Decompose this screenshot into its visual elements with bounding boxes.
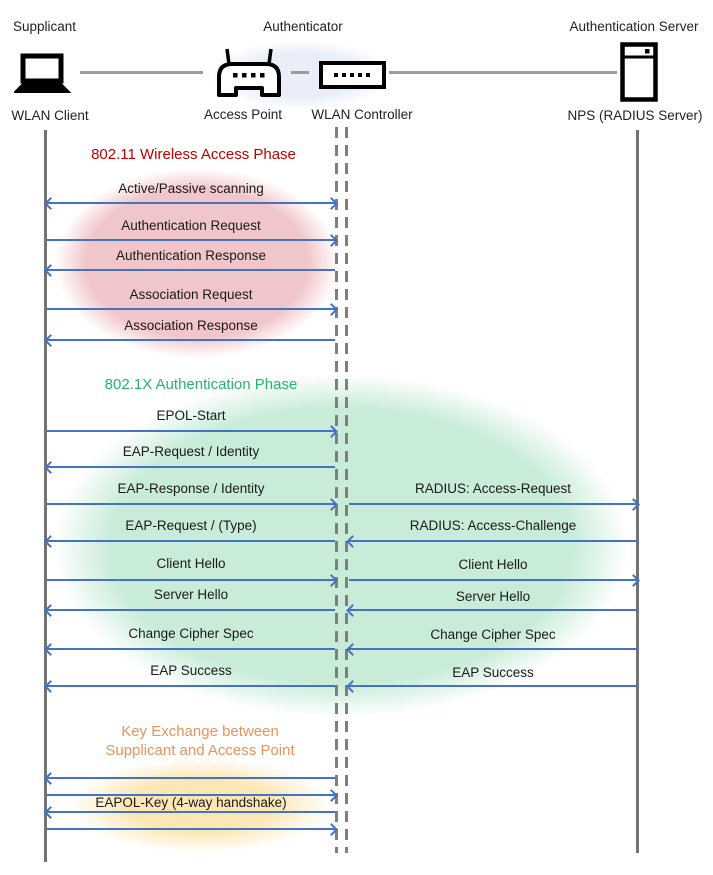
arrow-eap-success-right bbox=[349, 685, 637, 687]
message-label: Association Request bbox=[129, 287, 253, 302]
arrow-association-response bbox=[47, 339, 335, 341]
arrow-eap-response-identity bbox=[47, 503, 335, 505]
arrow-client-hello-right bbox=[349, 579, 637, 581]
lifeline-authenticator-dashed-1 bbox=[335, 127, 338, 853]
arrow-authentication-response bbox=[47, 269, 335, 271]
arrow-server-hello-left bbox=[47, 609, 335, 611]
message-label: Server Hello bbox=[153, 587, 229, 602]
message-label: Association Response bbox=[124, 318, 258, 333]
message-label: EPOL-Start bbox=[156, 408, 226, 423]
arrow-eap-request-identity bbox=[47, 466, 335, 468]
arrow-change-cipher-spec-left bbox=[47, 648, 335, 650]
arrow-active-passive-scanning bbox=[47, 202, 335, 204]
message-label: RADIUS: Access-Request bbox=[414, 481, 572, 496]
arrow-association-request bbox=[47, 308, 335, 310]
message-label: EAP Success bbox=[452, 665, 534, 680]
arrow-radius-access-request bbox=[349, 503, 637, 505]
message-label: Authentication Response bbox=[115, 248, 267, 263]
actor-role-supplicant: Supplicant bbox=[13, 19, 77, 34]
actor-device-wlan-client: WLAN Client bbox=[11, 108, 89, 123]
connector-controller-server bbox=[389, 71, 617, 74]
arrow-change-cipher-spec-right bbox=[349, 648, 637, 650]
phase3-title-line2: Supplicant and Access Point bbox=[105, 742, 295, 759]
arrow-client-hello-left bbox=[47, 579, 335, 581]
arrow-eapol-key-1 bbox=[47, 777, 335, 779]
actor-device-access-point: Access Point bbox=[203, 107, 283, 122]
arrow-authentication-request bbox=[47, 239, 335, 241]
phase3-title-line1: Key Exchange between bbox=[121, 723, 279, 740]
arrow-eap-success-left bbox=[47, 685, 335, 687]
actor-device-nps-radius-server: NPS (RADIUS Server) bbox=[567, 108, 703, 123]
message-label: Server Hello bbox=[455, 589, 531, 604]
message-label: Active/Passive scanning bbox=[118, 181, 264, 196]
message-label: Client Hello bbox=[458, 557, 528, 572]
message-label: RADIUS: Access-Challenge bbox=[409, 518, 577, 533]
phase1-title: 802.11 Wireless Access Phase bbox=[91, 146, 296, 163]
arrow-eapol-key-4 bbox=[47, 828, 335, 830]
arrow-eapol-key-2 bbox=[47, 794, 335, 796]
arrow-eapol-key-3 bbox=[47, 811, 335, 813]
arrow-radius-access-challenge bbox=[349, 540, 637, 542]
connector-client-ap bbox=[80, 71, 203, 74]
phase3-title: Key Exchange between Supplicant and Acce… bbox=[55, 722, 345, 760]
arrow-server-hello-right bbox=[349, 609, 637, 611]
actor-device-wlan-controller: WLAN Controller bbox=[311, 107, 413, 122]
actor-role-authentication-server: Authentication Server bbox=[569, 19, 699, 34]
message-label: EAP-Request / (Type) bbox=[125, 518, 257, 533]
access-point-icon bbox=[217, 48, 281, 97]
connector-ap-controller bbox=[291, 71, 309, 74]
actor-role-authenticator: Authenticator bbox=[263, 19, 343, 34]
message-label: Client Hello bbox=[156, 556, 226, 571]
arrow-eap-request-type bbox=[47, 540, 335, 542]
message-label: Change Cipher Spec bbox=[128, 626, 254, 641]
message-label: Authentication Request bbox=[121, 218, 261, 233]
message-label: Change Cipher Spec bbox=[430, 627, 556, 642]
message-label-eapol-key: EAPOL-Key (4-way handshake) bbox=[95, 795, 287, 810]
message-label: EAP-Request / Identity bbox=[122, 444, 260, 459]
arrow-epol-start bbox=[47, 430, 335, 432]
wlan-controller-icon bbox=[319, 61, 386, 89]
lifeline-authenticator-dashed-2 bbox=[345, 127, 348, 853]
message-label: EAP-Response / Identity bbox=[117, 481, 265, 496]
lifeline-supplicant bbox=[44, 130, 47, 862]
lifeline-authentication-server bbox=[636, 130, 639, 853]
message-label: EAP Success bbox=[150, 663, 232, 678]
laptop-icon bbox=[14, 53, 72, 93]
server-icon bbox=[620, 42, 658, 102]
phase2-title: 802.1X Authentication Phase bbox=[104, 376, 298, 393]
